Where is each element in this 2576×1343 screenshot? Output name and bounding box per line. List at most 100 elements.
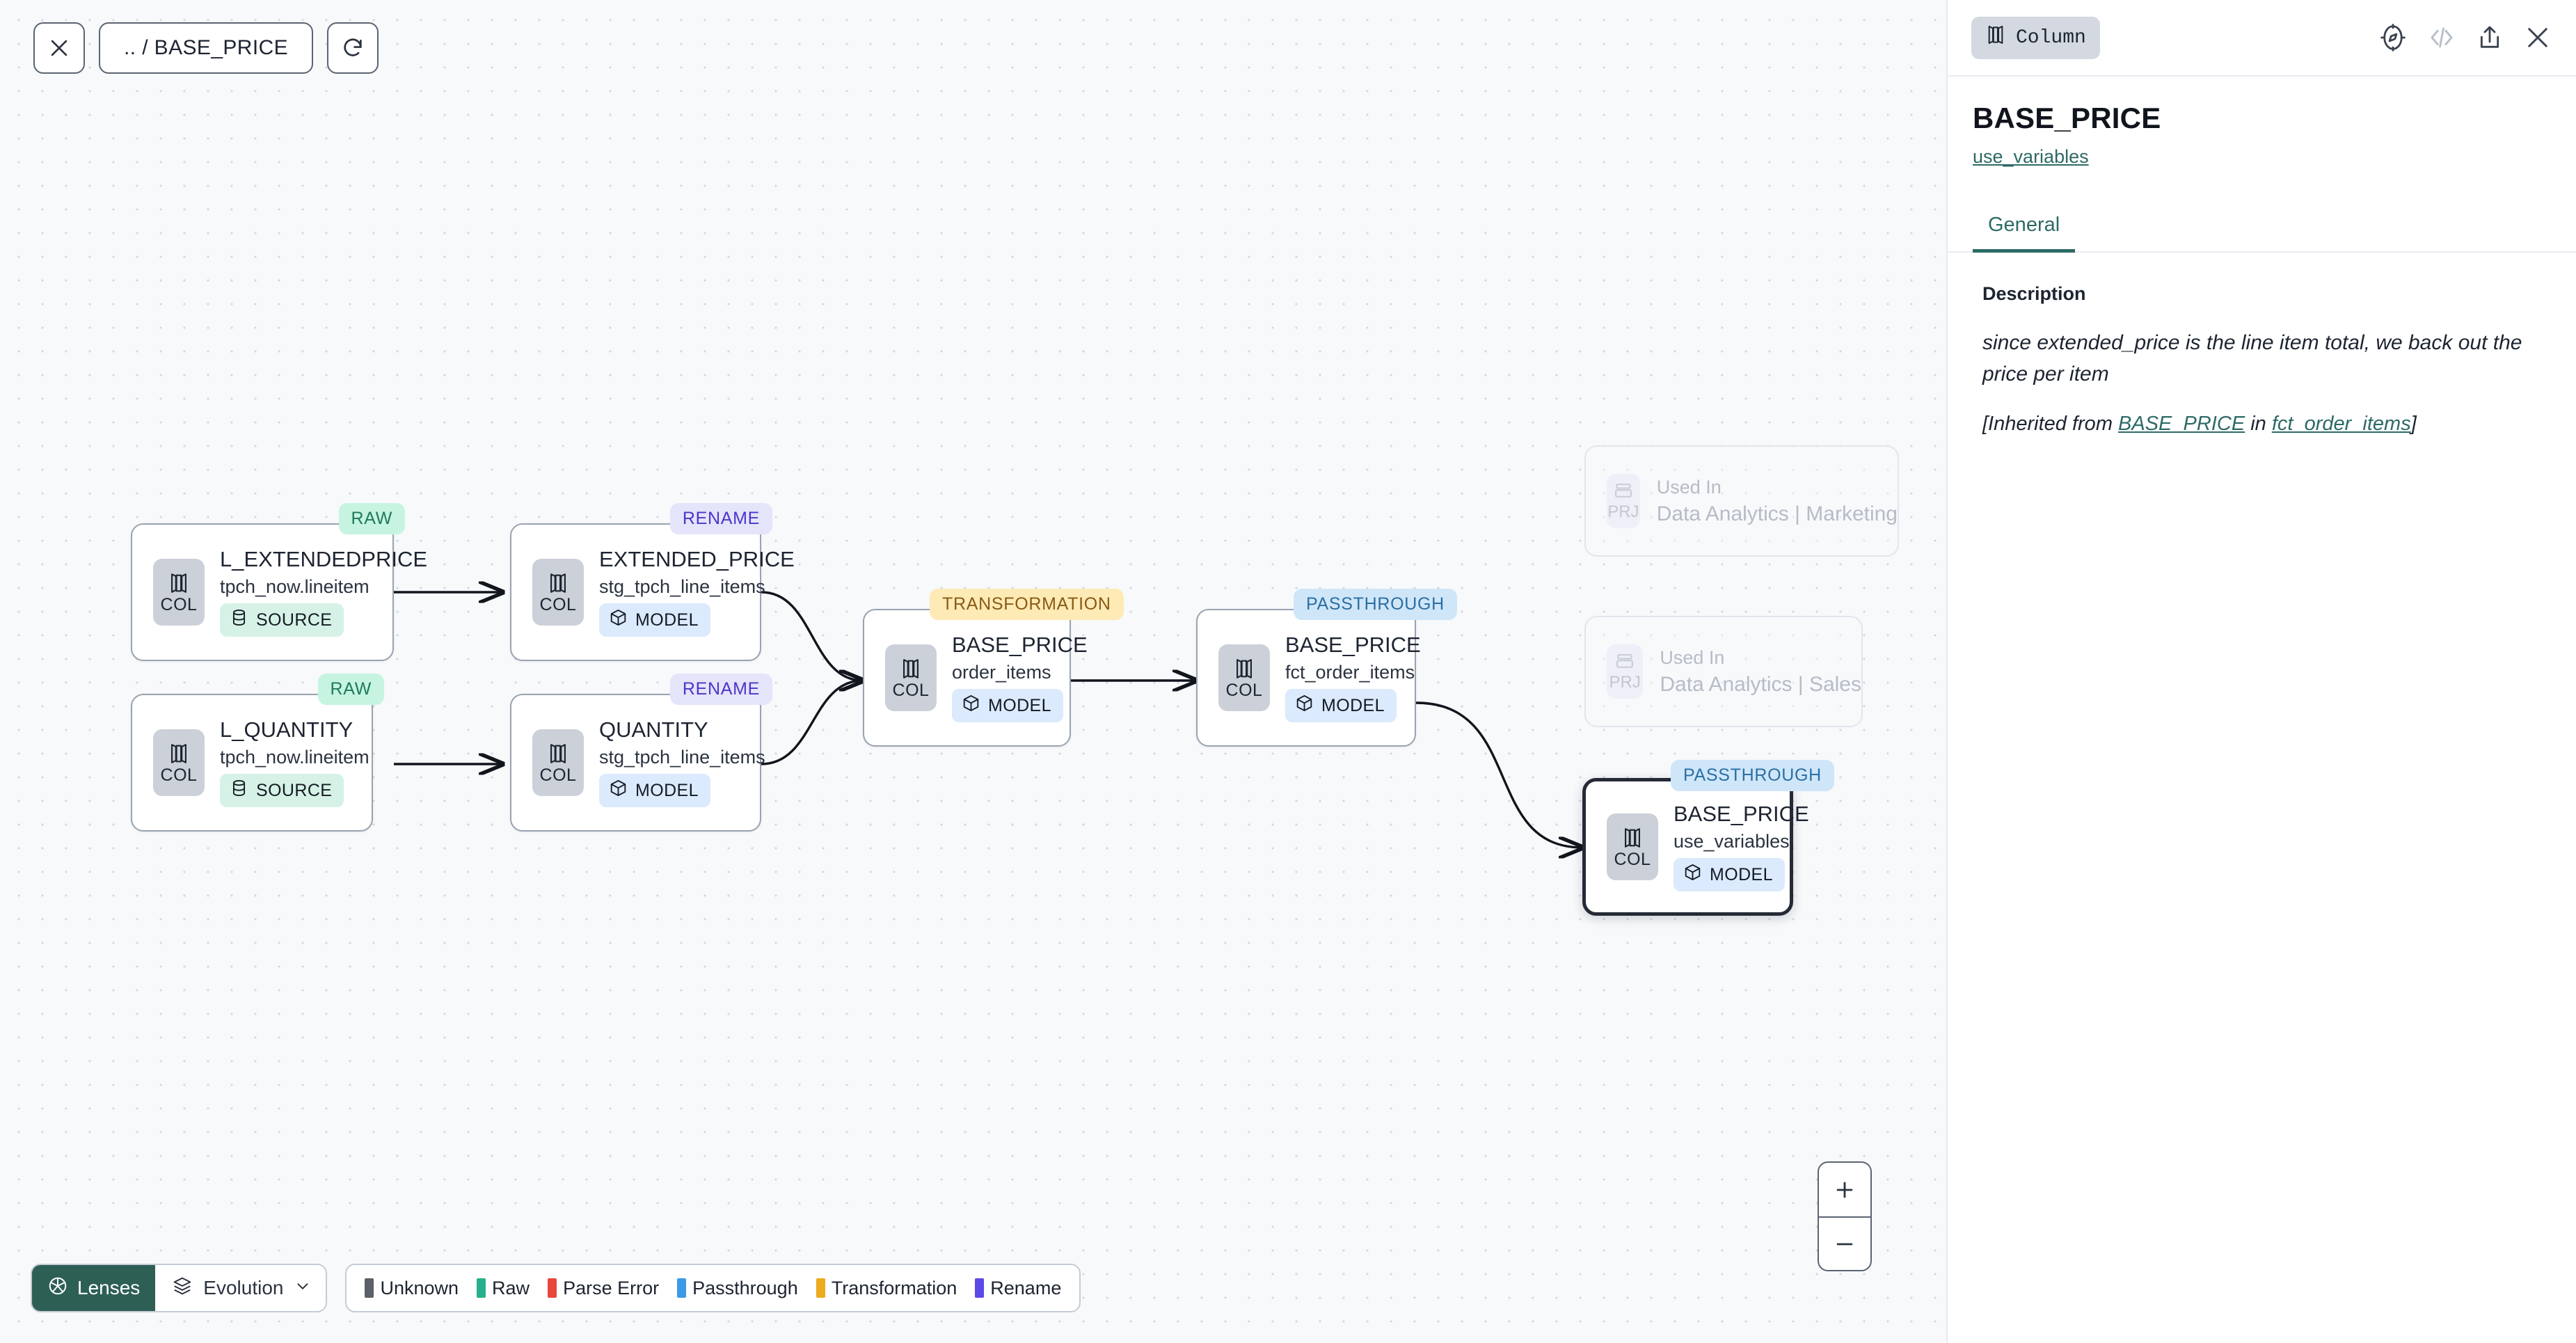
legend-item-transformation: Transformation — [816, 1278, 957, 1299]
node-base-price-order-items[interactable]: TRANSFORMATION COL BASE_PRICE order_item… — [863, 589, 1124, 747]
plus-icon — [1836, 1182, 1853, 1198]
node-kind-badge: MODEL — [952, 689, 1063, 723]
lenses-label: Lenses — [77, 1277, 141, 1298]
aperture-icon — [47, 1276, 68, 1301]
entity-type-badge: Column — [1971, 16, 2100, 59]
node-subtitle: tpch_now.lineitem — [220, 747, 369, 768]
ghost-title: Data Analytics | Marketing — [1656, 502, 1898, 525]
inherited-column-link[interactable]: BASE_PRICE — [2118, 413, 2245, 435]
code-icon[interactable] — [2427, 23, 2456, 52]
node-l-quantity[interactable]: RAW COL L_QUANTITY tpch_now.lineitem — [131, 674, 384, 832]
inherited-model-link[interactable]: fct_order_items — [2271, 413, 2411, 435]
node-title: BASE_PRICE — [952, 632, 1088, 657]
node-base-price-fct-order-items[interactable]: PASSTHROUGH COL BASE_PRICE fct_order_ite… — [1196, 589, 1457, 747]
node-kind-label: MODEL — [635, 780, 699, 800]
node-kind-badge: SOURCE — [220, 774, 344, 808]
evolution-label: Evolution — [203, 1277, 284, 1298]
column-chip: COL — [1607, 813, 1658, 880]
column-chip: COL — [153, 729, 205, 796]
lenses-button[interactable]: Lenses — [32, 1265, 156, 1311]
evolution-dropdown[interactable]: Evolution — [155, 1265, 326, 1311]
cube-icon — [1295, 694, 1314, 717]
column-chip: COL — [532, 559, 584, 626]
node-extended-price[interactable]: RENAME COL EXTENDED_PRICE stg_tpch_line_… — [510, 503, 795, 661]
node-title: L_QUANTITY — [220, 717, 353, 742]
column-chip-label: COL — [539, 594, 577, 614]
node-subtitle: use_variables — [1673, 831, 1790, 852]
canvas-top-controls: .. / BASE_PRICE — [33, 22, 379, 74]
cube-icon — [609, 779, 628, 802]
parent-model-link[interactable]: use_variables — [1973, 146, 2089, 167]
close-icon[interactable] — [2523, 23, 2552, 52]
legend-swatch — [477, 1278, 486, 1298]
column-chip-label: COL — [160, 594, 198, 614]
breadcrumb: .. / BASE_PRICE — [124, 36, 289, 59]
node-subtitle: order_items — [952, 662, 1051, 683]
node-kind-label: MODEL — [988, 695, 1051, 715]
legend-swatch — [975, 1278, 985, 1298]
column-chip-label: COL — [1614, 849, 1651, 869]
refresh-button[interactable] — [327, 22, 379, 74]
column-chip: COL — [153, 559, 205, 626]
node-kind-label: MODEL — [635, 610, 699, 630]
node-tag-raw: RAW — [338, 503, 405, 534]
breadcrumb-button[interactable]: .. / BASE_PRICE — [99, 22, 314, 74]
zoom-out-button[interactable] — [1819, 1216, 1870, 1270]
ghost-card-used-in-marketing[interactable]: PRJ Used In Data Analytics | Marketing — [1584, 445, 1899, 557]
legend-label: Parse Error — [563, 1277, 660, 1298]
node-subtitle: tpch_now.lineitem — [220, 576, 369, 598]
column-chip: COL — [885, 644, 937, 711]
node-base-price-use-variables[interactable]: PASSTHROUGH COL BASE_PRICE use_variables — [1582, 760, 1834, 916]
node-tag-rename: RENAME — [669, 674, 772, 705]
legend-swatch — [677, 1278, 687, 1298]
cube-icon — [609, 608, 628, 632]
node-kind-label: SOURCE — [256, 780, 333, 800]
node-subtitle: stg_tpch_line_items — [599, 747, 765, 768]
node-kind-badge: MODEL — [1285, 689, 1397, 723]
layers-icon — [172, 1276, 193, 1301]
node-subtitle: fct_order_items — [1285, 662, 1415, 683]
legend: Unknown Raw Parse Error Passthrough Tran… — [345, 1264, 1081, 1312]
cube-icon — [962, 694, 980, 717]
project-chip-label: PRJ — [1609, 673, 1641, 692]
chevron-down-icon — [294, 1277, 312, 1300]
column-chip-label: COL — [539, 765, 577, 785]
tab-general[interactable]: General — [1973, 205, 2076, 253]
node-kind-label: MODEL — [1321, 695, 1385, 715]
legend-item-parse-error: Parse Error — [548, 1278, 659, 1299]
lenses-group: Lenses Evolution — [31, 1264, 328, 1312]
lineage-canvas[interactable]: .. / BASE_PRICE PRJ — [0, 0, 1946, 1343]
legend-swatch — [548, 1278, 557, 1298]
explore-icon[interactable] — [2378, 23, 2408, 52]
node-title: QUANTITY — [599, 717, 708, 742]
panel-tabs: General — [1948, 205, 2576, 253]
node-kind-badge: MODEL — [1673, 858, 1785, 892]
node-quantity[interactable]: RENAME COL QUANTITY stg_tpch_line_items — [510, 674, 772, 832]
legend-swatch — [365, 1278, 374, 1298]
share-icon[interactable] — [2476, 23, 2504, 52]
node-kind-label: SOURCE — [256, 610, 333, 630]
node-kind-label: MODEL — [1710, 864, 1773, 884]
legend-label: Raw — [492, 1277, 530, 1298]
close-icon — [47, 36, 71, 60]
description-inherited-note: [Inherited from BASE_PRICE in fct_order_… — [1982, 409, 2551, 438]
node-l-extendedprice[interactable]: RAW COL L_EXTENDEDPRICE tpch_now.lineite… — [131, 503, 427, 661]
node-title: BASE_PRICE — [1673, 801, 1809, 826]
inherited-suffix: ] — [2410, 413, 2417, 435]
node-subtitle: stg_tpch_line_items — [599, 576, 765, 598]
node-kind-badge: SOURCE — [220, 603, 344, 637]
refresh-icon — [341, 36, 365, 60]
ghost-card-used-in-sales[interactable]: PRJ Used In Data Analytics | Sales — [1584, 616, 1863, 727]
column-icon — [1985, 24, 2006, 52]
description-text: since extended_price is the line item to… — [1982, 331, 2522, 386]
ghost-kicker: Used In — [1660, 646, 1725, 668]
zoom-in-button[interactable] — [1819, 1163, 1870, 1216]
entity-type-label: Column — [2016, 26, 2086, 49]
inherited-middle: in — [2245, 413, 2272, 435]
node-kind-badge: MODEL — [599, 774, 710, 808]
legend-item-raw: Raw — [477, 1278, 530, 1299]
description-label: Description — [1982, 283, 2086, 304]
close-button[interactable] — [33, 22, 85, 74]
ghost-kicker: Used In — [1656, 476, 1722, 498]
node-tag-raw: RAW — [317, 674, 384, 705]
